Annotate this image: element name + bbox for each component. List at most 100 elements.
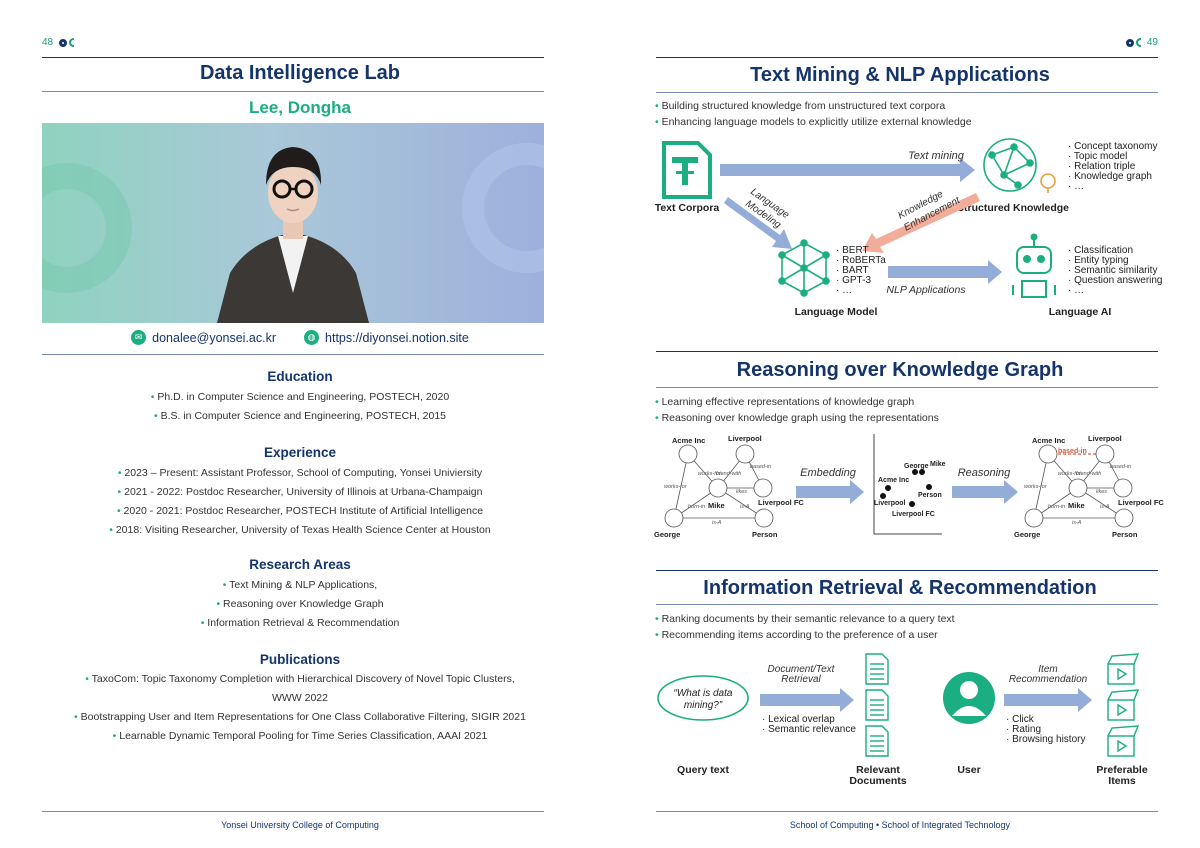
logo-mark-icon (1125, 38, 1141, 47)
point-label: Liverpool FC (892, 511, 935, 518)
list-item: Information Retrieval & Recommendation (40, 614, 560, 633)
right-page: 49 Text Mining & NLP Applications Buildi… (600, 0, 1200, 848)
lm-item: · … (836, 285, 852, 296)
node-label: Mike (708, 501, 725, 510)
email-text: donalee@yonsei.ac.kr (152, 330, 277, 345)
node-label: Person (752, 530, 778, 539)
embedding-arrow (796, 480, 864, 504)
list-item: TaxoCom: Topic Taxonomy Completion with … (40, 670, 560, 689)
education-list: Ph.D. in Computer Science and Engineerin… (40, 388, 560, 426)
point-label: George (904, 463, 929, 470)
experience-title: Experience (263, 445, 337, 460)
node-label: Acme Inc (1032, 436, 1065, 445)
lm-item: · BERT (836, 245, 869, 256)
user-signal: · Browsing history (1006, 734, 1085, 745)
section-title-knowledge-graph: Reasoning over Knowledge Graph (736, 359, 1064, 381)
footer: School of Computing • School of Integrat… (789, 820, 1011, 830)
experience-list: 2023 – Present: Assistant Professor, Sch… (40, 464, 560, 540)
divider (656, 811, 1158, 812)
lm-item: · BART (836, 265, 869, 276)
retrieval-feature: · Semantic relevance (762, 724, 856, 735)
edge-label: works-for (664, 484, 688, 490)
lm-item: · RoBERTa (836, 255, 886, 266)
query-text-line: “What is data (674, 688, 733, 699)
email-contact[interactable]: ✉ donalee@yonsei.ac.kr (131, 330, 276, 345)
edge-label: works-for (1058, 471, 1082, 477)
website-text: https://diyonsei.notion.site (325, 330, 469, 345)
logo-mark-icon (59, 38, 75, 47)
contact-row: ✉ donalee@yonsei.ac.kr ◍ https://diyonse… (0, 330, 600, 345)
website-contact[interactable]: ◍ https://diyonsei.notion.site (304, 330, 469, 345)
robot-icon (1012, 233, 1056, 298)
list-item: Reasoning over knowledge graph using the… (655, 410, 939, 426)
relevant-documents-label: Relevant (856, 764, 900, 776)
portrait-illustration (217, 147, 369, 323)
preferable-items-label: Items (1108, 775, 1136, 787)
document-retrieval-label: Document/Text (768, 664, 836, 675)
section-title-information-retrieval: Information Retrieval & Recommendation (703, 577, 1097, 599)
document-stack-icon (865, 653, 889, 757)
user-signal: · Rating (1006, 724, 1041, 735)
divider (42, 91, 544, 92)
node-label: George (654, 530, 680, 539)
edge-label: born-in (1048, 504, 1065, 510)
divider (656, 387, 1158, 388)
node-label: Liverpool FC (758, 498, 804, 507)
neural-network-icon (778, 239, 830, 297)
divider (656, 604, 1158, 605)
input-graph (664, 444, 774, 528)
edge-label: is-A (1100, 504, 1110, 510)
user-label: User (957, 764, 980, 776)
document-icon (662, 141, 712, 199)
email-icon: ✉ (131, 330, 147, 345)
divider (656, 92, 1158, 93)
item-recommendation-label: Recommendation (1009, 674, 1088, 685)
edge-label: based-in (750, 464, 771, 470)
list-item: Reasoning over Knowledge Graph (40, 595, 560, 614)
sk-item: · Concept taxonomy (1068, 141, 1158, 152)
divider (42, 354, 544, 355)
reasoning-label: Reasoning (958, 467, 1011, 479)
text-mining-label: Text mining (908, 150, 965, 162)
node-label: Mike (1068, 501, 1085, 510)
sk-item: · Knowledge graph (1068, 171, 1152, 182)
edge-label: likes (1096, 489, 1107, 495)
list-item: Recommending items according to the pref… (655, 627, 955, 643)
profile-photo-banner (42, 123, 544, 323)
item-recommendation-arrow (1004, 688, 1092, 712)
footer: Yonsei University College of Computing (221, 820, 379, 830)
divider (656, 570, 1158, 571)
page-number: 48 (42, 37, 75, 48)
language-ai-label: Language AI (1049, 306, 1112, 318)
user-signal: · Click (1006, 714, 1035, 725)
publications-list: TaxoCom: Topic Taxonomy Completion with … (40, 670, 560, 746)
edge-label: is-A (740, 504, 750, 510)
sk-item: · … (1068, 181, 1084, 192)
knowledge-graph-bullets: Learning effective representations of kn… (655, 394, 939, 426)
knowledge-enhancement-arrow (862, 193, 980, 253)
inferred-edge-label: based-in (1058, 448, 1087, 455)
globe-icon: ◍ (304, 330, 320, 345)
embedding-label: Embedding (800, 467, 857, 479)
ai-item: · Classification (1068, 245, 1133, 256)
point-label: Liverpool (874, 500, 906, 507)
list-item: B.S. in Computer Science and Engineering… (40, 407, 560, 426)
reasoned-graph (1024, 444, 1134, 528)
document-retrieval-label: Retrieval (781, 674, 821, 685)
language-model-label: Language Model (795, 306, 878, 318)
retrieval-diagram: “What is data mining?” Query text Docume… (657, 653, 1148, 787)
knowledge-graph-diagram: Acme Inc Liverpool Mike Liverpool FC Geo… (654, 434, 1164, 539)
list-item: Learning effective representations of kn… (655, 394, 939, 410)
list-item: Learnable Dynamic Temporal Pooling for T… (40, 727, 560, 746)
text-mining-bullets: Building structured knowledge from unstr… (655, 98, 972, 130)
sk-item: · Topic model (1068, 151, 1127, 162)
ai-item: · Entity typing (1068, 255, 1129, 266)
user-icon (943, 672, 995, 724)
node-label: Person (1112, 530, 1138, 539)
relevant-documents-label: Documents (849, 775, 906, 787)
left-page: 48 Data Intelligence Lab Lee, Dongha ✉ (0, 0, 600, 848)
nlp-applications-arrow (888, 260, 1002, 284)
text-corpora-label: Text Corpora (655, 202, 720, 214)
information-retrieval-bullets: Ranking documents by their semantic rele… (655, 611, 955, 643)
list-item: Bootstrapping User and Item Representati… (40, 708, 560, 727)
